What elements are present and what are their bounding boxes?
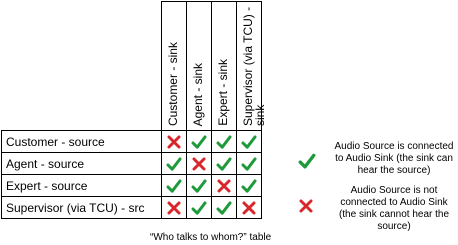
header-row: Customer - sink Agent - sink Expert - si… xyxy=(2,1,267,131)
matrix-cell xyxy=(236,152,262,175)
table-row: Supervisor (via TCU) - src xyxy=(1,196,262,219)
matrix-cell xyxy=(186,196,212,219)
table-row: Agent - source xyxy=(1,152,262,175)
matrix-cell xyxy=(236,196,262,219)
row-label: Expert - source xyxy=(1,174,162,197)
matrix-cell xyxy=(186,174,212,197)
cross-icon xyxy=(237,200,261,216)
check-icon xyxy=(187,200,211,216)
cross-icon xyxy=(212,178,236,194)
table-caption: “Who talks to whom?” table xyxy=(150,232,272,243)
column-header-label: Supervisor (via TCU) - sink xyxy=(241,6,267,126)
check-icon xyxy=(237,156,261,172)
column-header-expert-sink: Expert - sink xyxy=(211,1,237,131)
matrix-cell xyxy=(236,130,262,153)
check-icon xyxy=(187,134,211,150)
check-icon xyxy=(187,178,211,194)
matrix-cell xyxy=(211,174,237,197)
row-label: Agent - source xyxy=(1,152,162,175)
check-icon xyxy=(237,134,261,150)
matrix-cell xyxy=(161,196,187,219)
cross-icon xyxy=(187,156,211,172)
row-label: Supervisor (via TCU) - src xyxy=(1,196,162,219)
check-icon xyxy=(162,178,186,194)
matrix-cell xyxy=(161,152,187,175)
matrix-cell xyxy=(161,174,187,197)
corner-blank xyxy=(2,2,162,131)
check-icon xyxy=(212,200,236,216)
row-label: Customer - source xyxy=(1,130,162,153)
check-icon xyxy=(237,178,261,194)
matrix-cell xyxy=(211,130,237,153)
cross-icon xyxy=(162,200,186,216)
column-header-customer-sink: Customer - sink xyxy=(161,1,187,131)
check-icon xyxy=(212,156,236,172)
table-row: Customer - source xyxy=(1,130,262,153)
matrix-cell xyxy=(161,130,187,153)
check-icon xyxy=(162,156,186,172)
matrix-cell xyxy=(186,152,212,175)
matrix-cell xyxy=(211,196,237,219)
column-header-agent-sink: Agent - sink xyxy=(186,1,212,131)
matrix-cell xyxy=(211,152,237,175)
column-header-supervisor-sink: Supervisor (via TCU) - sink xyxy=(236,1,267,131)
legend-not-connected-text: Audio Source is not connected to Audio S… xyxy=(338,185,450,232)
cross-icon xyxy=(298,198,314,219)
legend-connected-text: Audio Source is connected to Audio Sink … xyxy=(334,141,454,176)
check-icon xyxy=(298,152,316,175)
who-talks-to-whom-table: Customer - sink Agent - sink Expert - si… xyxy=(1,1,267,219)
cross-icon xyxy=(162,134,186,150)
table-row: Expert - source xyxy=(1,174,262,197)
matrix-cell xyxy=(186,130,212,153)
matrix-cell xyxy=(236,174,262,197)
check-icon xyxy=(212,134,236,150)
